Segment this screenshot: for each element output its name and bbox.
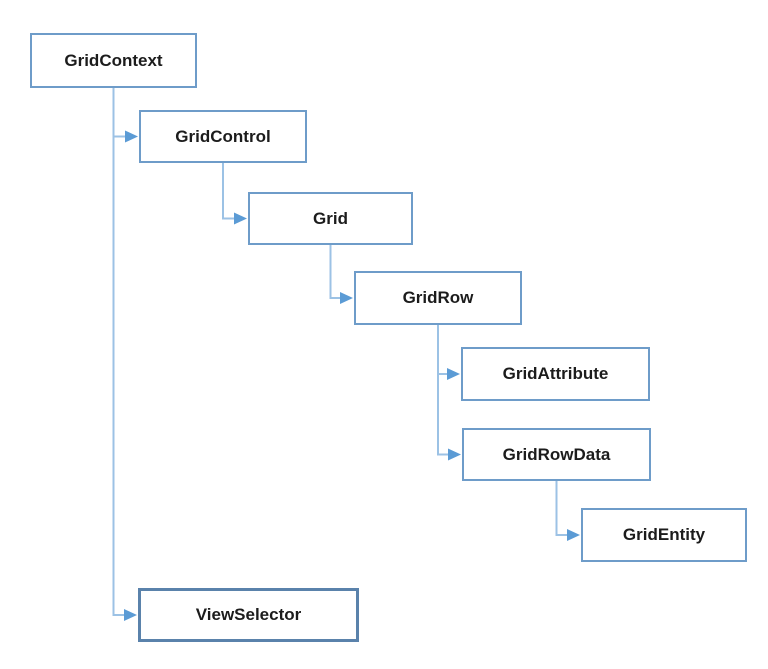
node-grid-row-data-label: GridRowData bbox=[502, 444, 611, 464]
node-grid-row-data: GridRowData bbox=[462, 428, 651, 481]
node-grid-context-label: GridContext bbox=[64, 50, 163, 70]
edge-grid-control-to-grid bbox=[222, 163, 247, 225]
node-grid-row-label: GridRow bbox=[402, 288, 474, 307]
node-grid-control-label: GridControl bbox=[175, 126, 271, 146]
node-grid-label: Grid bbox=[313, 208, 348, 228]
node-grid-context: GridContext bbox=[30, 33, 197, 88]
node-grid-row: GridRow bbox=[354, 271, 522, 325]
node-grid-attribute-label: GridAttribute bbox=[502, 364, 609, 383]
node-view-selector: ViewSelector bbox=[138, 588, 359, 642]
node-grid-attribute: GridAttribute bbox=[461, 347, 650, 401]
edge-grid-row-to-grid-row-data bbox=[437, 325, 461, 461]
edge-grid-context-to-view-selector bbox=[112, 88, 137, 621]
node-grid-entity: GridEntity bbox=[581, 508, 747, 562]
node-view-selector-label: ViewSelector bbox=[195, 605, 302, 624]
edge-grid-to-grid-row bbox=[329, 245, 353, 304]
node-grid-entity-label: GridEntity bbox=[622, 525, 706, 544]
node-grid: Grid bbox=[248, 192, 413, 245]
edge-grid-row-data-to-grid-entity bbox=[555, 481, 580, 541]
node-grid-control: GridControl bbox=[139, 110, 307, 163]
